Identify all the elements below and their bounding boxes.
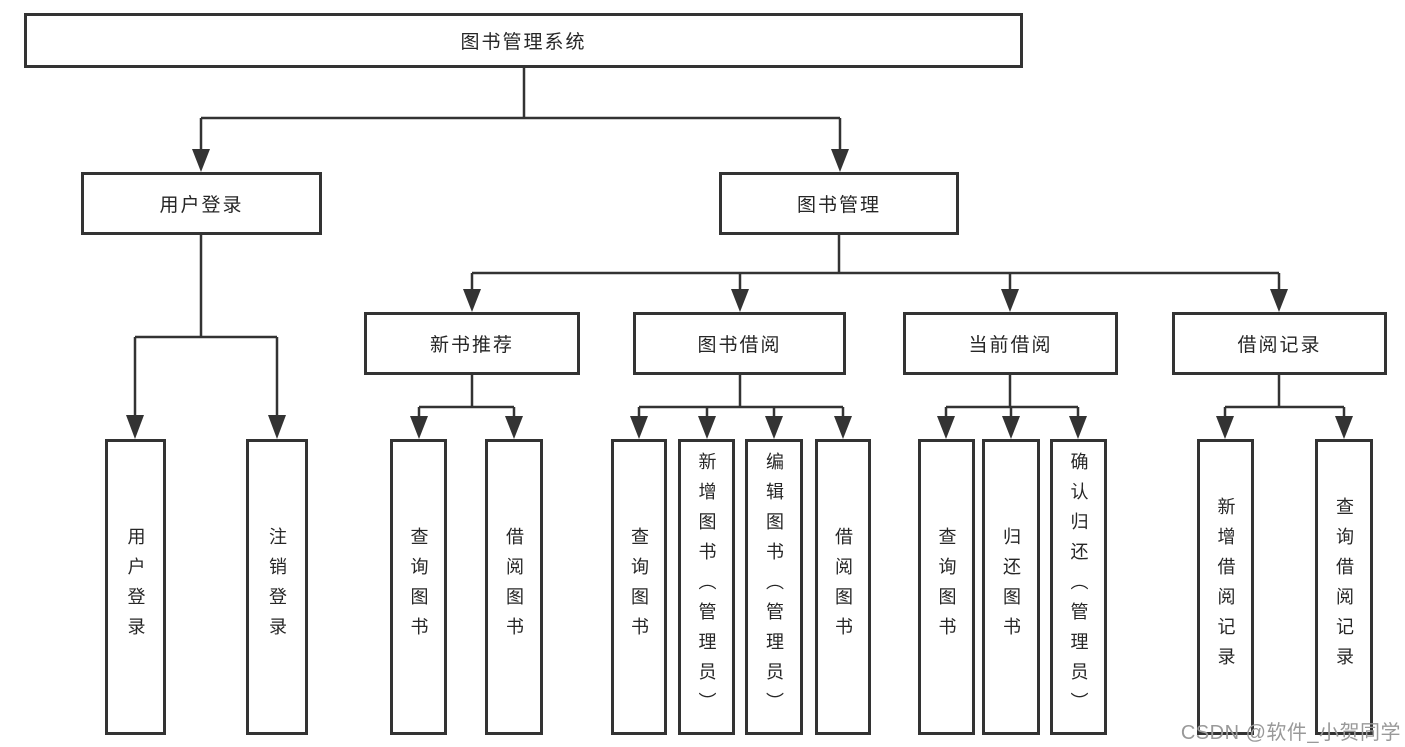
leaf-logout: 注销登录 (246, 439, 308, 735)
node-current-borrow-label: 当前借阅 (968, 335, 1053, 356)
leaf-newbooks-query-label: 查询图书 (408, 527, 429, 647)
leaf-borrow-query-label: 查询图书 (629, 527, 649, 647)
node-new-books-label: 新书推荐 (429, 335, 514, 356)
csdn-watermark: CSDN @软件_小贺同学 (1180, 722, 1401, 744)
leaf-newbooks-borrow-label: 借阅图书 (504, 527, 524, 647)
arrow-heads (126, 149, 1353, 439)
leaf-records-add: 新增借阅记录 (1197, 439, 1254, 735)
node-root: 图书管理系统 (24, 13, 1023, 68)
leaf-borrow-add-label: 新增图书（管理员） (696, 452, 717, 722)
leaf-records-add-label: 新增借阅记录 (1215, 497, 1236, 677)
node-user-login: 用户登录 (81, 172, 322, 235)
leaf-logout-label: 注销登录 (267, 527, 287, 647)
tree-edges (133, 68, 1346, 417)
leaf-user-login: 用户登录 (105, 439, 166, 735)
node-book-mgmt-label: 图书管理 (796, 195, 881, 216)
node-borrow-records: 借阅记录 (1172, 312, 1387, 375)
leaf-borrow-add: 新增图书（管理员） (678, 439, 735, 735)
leaf-newbooks-query: 查询图书 (390, 439, 447, 735)
leaf-current-confirm-return-label: 确认归还（管理员） (1068, 452, 1089, 722)
node-book-borrow: 图书借阅 (633, 312, 846, 375)
node-book-borrow-label: 图书借阅 (697, 335, 782, 356)
leaf-current-return: 归还图书 (982, 439, 1040, 735)
leaf-borrow-borrow-label: 借阅图书 (833, 527, 853, 647)
leaf-current-return-label: 归还图书 (1001, 527, 1021, 647)
leaf-borrow-borrow: 借阅图书 (815, 439, 871, 735)
node-book-mgmt: 图书管理 (719, 172, 959, 235)
leaf-records-query-label: 查询借阅记录 (1334, 497, 1354, 677)
leaf-current-query: 查询图书 (918, 439, 975, 735)
leaf-current-confirm-return: 确认归还（管理员） (1050, 439, 1107, 735)
node-root-label: 图书管理系统 (460, 32, 587, 53)
leaf-current-query-label: 查询图书 (936, 527, 957, 647)
leaf-user-login-label: 用户登录 (125, 527, 146, 647)
leaf-newbooks-borrow: 借阅图书 (485, 439, 543, 735)
leaf-borrow-edit: 编辑图书（管理员） (745, 439, 803, 735)
leaf-records-query: 查询借阅记录 (1315, 439, 1373, 735)
leaf-borrow-query: 查询图书 (611, 439, 667, 735)
node-current-borrow: 当前借阅 (903, 312, 1118, 375)
node-user-login-label: 用户登录 (159, 195, 244, 216)
node-new-books: 新书推荐 (364, 312, 580, 375)
node-borrow-records-label: 借阅记录 (1237, 335, 1322, 356)
leaf-borrow-edit-label: 编辑图书（管理员） (764, 452, 784, 722)
